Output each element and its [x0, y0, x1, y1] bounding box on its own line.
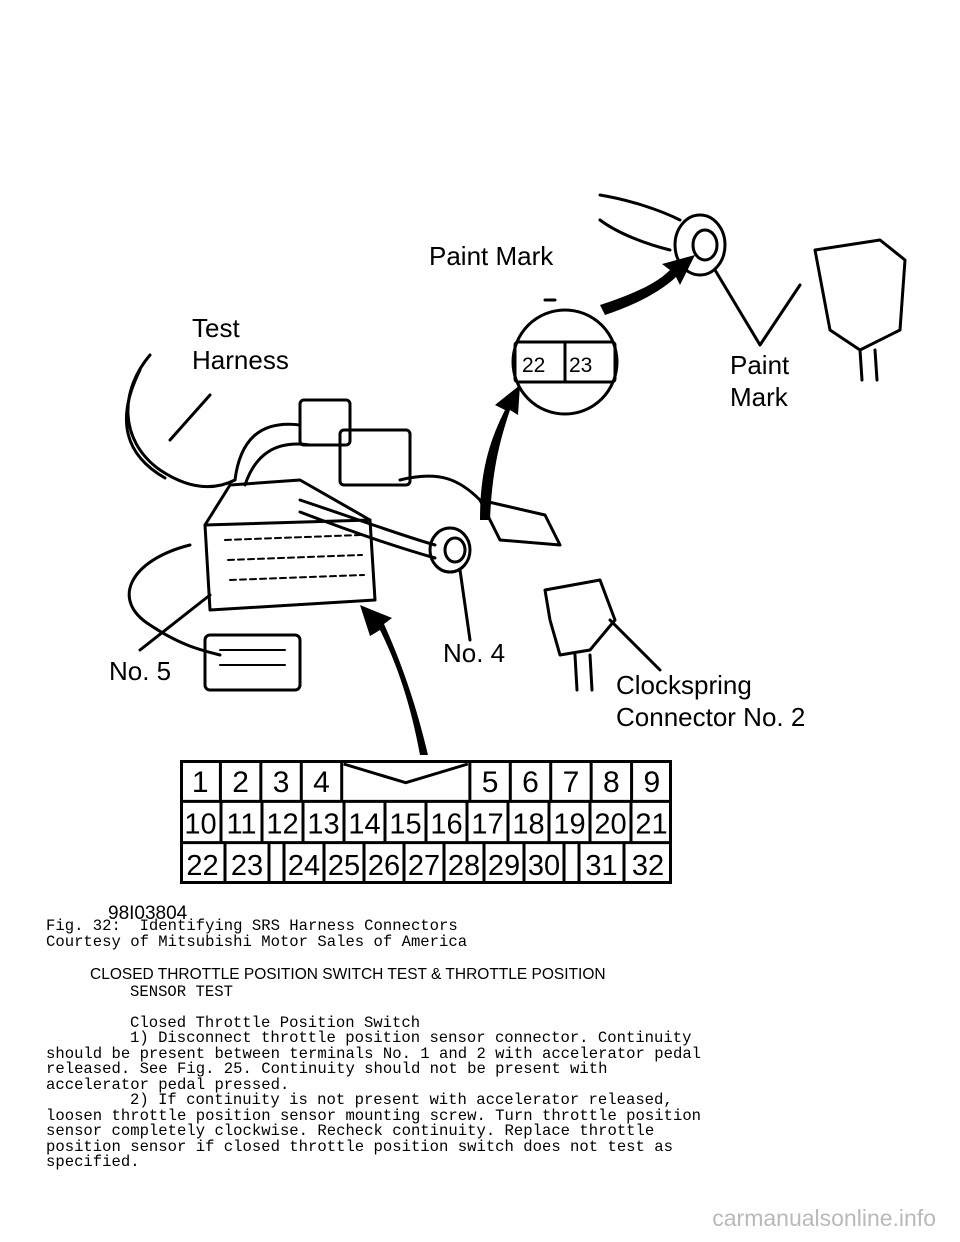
- para1-line: accelerator pedal pressed.: [46, 1076, 290, 1094]
- top-connector: [338, 428, 412, 487]
- terminal-number: 12: [266, 809, 298, 841]
- terminal-number: 6: [522, 766, 539, 799]
- harness-wire: [127, 543, 222, 657]
- harness-wire: [233, 422, 302, 482]
- para2-line: position sensor if closed throttle posit…: [46, 1138, 673, 1156]
- keyway-mark: [343, 762, 469, 785]
- terminal-number: 19: [553, 809, 585, 841]
- main-connector-body: [203, 518, 377, 612]
- small-connector: [478, 498, 562, 547]
- test-label: Test: [192, 313, 240, 343]
- figure-credit: Courtesy of Mitsubishi Motor Sales of Am…: [46, 933, 468, 951]
- clockspring-label: Clockspring: [616, 670, 752, 700]
- top-connector: [298, 398, 352, 447]
- srs-harness-diagram: Paint Mark Test Harness Paint Mark 22 23…: [108, 193, 907, 924]
- pin-22-label: 22: [522, 354, 545, 377]
- terminal-number: 11: [226, 809, 256, 841]
- leader-line: [713, 268, 802, 347]
- para2-line: 2) If continuity is not present with acc…: [130, 1091, 673, 1109]
- terminal-number: 3: [273, 766, 290, 799]
- no4-connector: [428, 526, 472, 574]
- harness-wire: [298, 498, 437, 547]
- terminal-number: 8: [603, 766, 620, 799]
- terminal-number: 25: [328, 850, 360, 882]
- leader-line: [168, 393, 212, 442]
- harness-wire: [398, 474, 482, 502]
- terminal-number: 15: [389, 809, 421, 841]
- subheading: Closed Throttle Position Switch: [130, 1014, 421, 1032]
- terminal-number: 4: [313, 766, 330, 799]
- para2-line: sensor completely clockwise. Recheck con…: [46, 1122, 655, 1140]
- terminal-number: 30: [528, 850, 560, 882]
- para1-line: released. See Fig. 25. Continuity should…: [46, 1060, 608, 1078]
- terminal-number: 1: [192, 766, 209, 799]
- no5-label: No. 5: [109, 656, 171, 686]
- terminal-number: 20: [594, 809, 626, 841]
- section-heading-cont: SENSOR TEST: [130, 983, 233, 1001]
- terminal-number: 17: [471, 809, 503, 841]
- terminal-number: 32: [632, 850, 664, 882]
- terminal-number: 27: [408, 850, 440, 882]
- watermark: carmanualsonline.info: [712, 1205, 936, 1231]
- round-connector: [673, 213, 727, 277]
- connector-no2-label: Connector No. 2: [616, 702, 805, 732]
- clockspring-connector: [543, 578, 617, 657]
- para2-line: loosen throttle position sensor mounting…: [46, 1107, 702, 1125]
- connector-zoom-circle: [511, 308, 619, 416]
- terminal-number: 29: [488, 850, 520, 882]
- para1-line: should be present between terminals No. …: [46, 1045, 702, 1063]
- arrow-to-zoom: [480, 385, 520, 520]
- pin-23-label: 23: [569, 354, 592, 377]
- terminal-number: 10: [184, 809, 216, 841]
- mark-label: Mark: [730, 382, 789, 412]
- terminal-number: 2: [232, 766, 249, 799]
- leader-line: [458, 568, 472, 642]
- no4-label: No. 4: [443, 638, 505, 668]
- figure-id: 98I03804: [108, 903, 188, 924]
- no5-connector: [203, 633, 302, 692]
- harness-wire: [298, 510, 437, 560]
- terminal-number: 21: [635, 809, 667, 841]
- harness-wire: [124, 368, 167, 480]
- terminal-number: 18: [512, 809, 544, 841]
- terminal-number: 7: [563, 766, 580, 799]
- terminal-number: 14: [348, 809, 380, 841]
- para1-line: 1) Disconnect throttle position sensor c…: [130, 1029, 692, 1047]
- section-heading: CLOSED THROTTLE POSITION SWITCH TEST & T…: [90, 966, 606, 983]
- figure-caption: Fig. 32: Identifying SRS Harness Connect…: [46, 917, 458, 935]
- leader-line: [138, 593, 212, 652]
- terminal-number: 31: [585, 850, 617, 882]
- terminal-number: 16: [430, 809, 462, 841]
- right-connector: [813, 238, 907, 352]
- round-connector-wire: [598, 193, 682, 252]
- terminal-number: 22: [186, 850, 218, 882]
- arrow-to-connector: [360, 605, 428, 755]
- paint-mark-label: Paint Mark: [429, 241, 554, 271]
- main-connector-body: [203, 478, 372, 527]
- terminal-number: 23: [231, 850, 263, 882]
- arrow-to-round: [600, 255, 695, 315]
- terminal-number: 5: [482, 766, 499, 799]
- terminal-number: 9: [643, 766, 660, 799]
- terminal-number: 24: [288, 850, 320, 882]
- terminal-number: 13: [307, 809, 339, 841]
- paint-label: Paint: [730, 350, 790, 380]
- harness-label: Harness: [192, 345, 289, 375]
- terminal-number: 28: [448, 850, 480, 882]
- leader-line: [608, 618, 662, 672]
- terminal-number: 26: [368, 850, 400, 882]
- para2-line: specified.: [46, 1153, 140, 1171]
